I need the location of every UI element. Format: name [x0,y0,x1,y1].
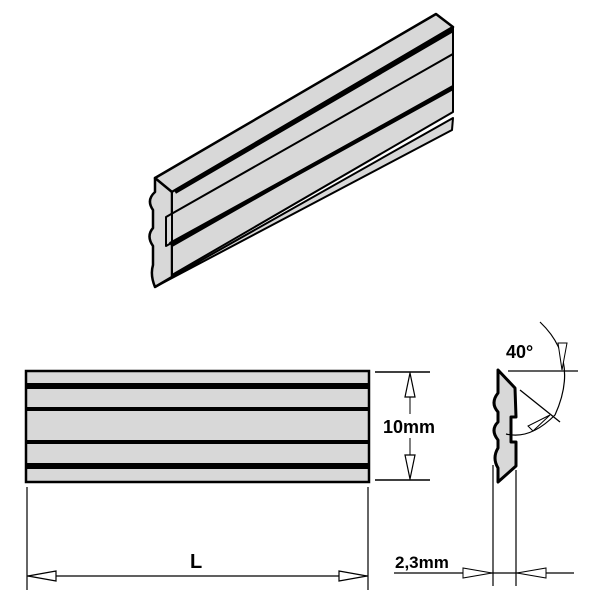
profile-view [492,368,518,586]
angle-label: 40° [506,342,533,362]
height-label-bg [380,414,444,438]
front-view [24,369,371,484]
height-label: 10mm [383,417,435,437]
angle-dimension [505,321,578,436]
thickness-label: 2,3mm [395,553,449,572]
isometric-view [148,12,455,289]
thickness-dimension [394,567,574,579]
length-label: L [190,551,202,573]
length-dimension [26,487,369,590]
